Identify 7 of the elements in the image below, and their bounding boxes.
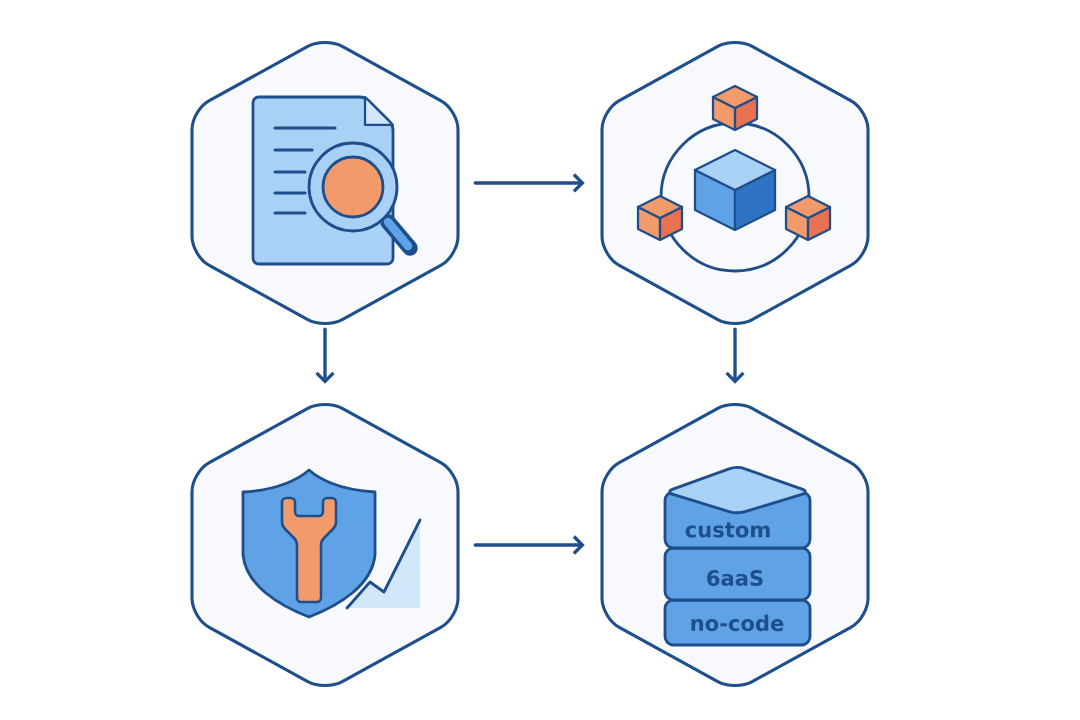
arrow bbox=[473, 535, 585, 555]
slab-label: no-code bbox=[691, 614, 784, 632]
arrow bbox=[473, 173, 585, 193]
slab-label: custom bbox=[685, 522, 770, 538]
arrow bbox=[725, 327, 745, 384]
arrow bbox=[315, 327, 335, 384]
slab-label: 6aaS bbox=[707, 570, 763, 586]
